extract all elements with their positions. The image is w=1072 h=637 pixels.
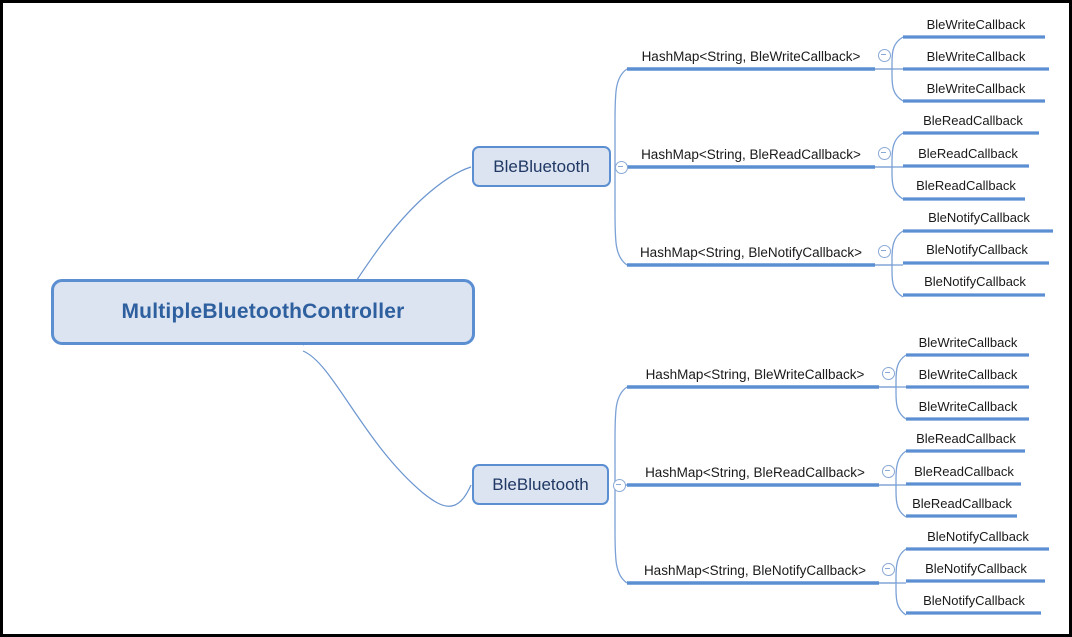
leaf-label[interactable]: BleReadCallback <box>916 178 1016 193</box>
root-node[interactable]: MultipleBluetoothController <box>51 279 475 345</box>
leaf-label[interactable]: BleNotifyCallback <box>928 210 1030 225</box>
collapse-minus-icon-group-1-1[interactable] <box>878 49 891 62</box>
collapse-minus-icon-group-1-3[interactable] <box>878 245 891 258</box>
leaf-label[interactable]: BleWriteCallback <box>918 399 1018 414</box>
leaf-label[interactable]: BleReadCallback <box>914 464 1014 479</box>
group-label-1-1[interactable]: HashMap<String, BleWriteCallback> <box>641 49 861 64</box>
group-label-1-2[interactable]: HashMap<String, BleReadCallback> <box>641 147 861 162</box>
leafbracket-1-2 <box>891 132 904 200</box>
group-label-2-2[interactable]: HashMap<String, BleReadCallback> <box>645 465 865 480</box>
leaf-label[interactable]: BleNotifyCallback <box>925 561 1027 576</box>
leaf-label[interactable]: BleWriteCallback <box>926 81 1026 96</box>
group-label-1-3[interactable]: HashMap<String, BleNotifyCallback> <box>639 245 863 260</box>
branch-node-1[interactable]: BleBluetooth <box>472 146 611 187</box>
leaf-label[interactable]: BleNotifyCallback <box>926 242 1028 257</box>
leaf-label[interactable]: BleNotifyCallback <box>924 274 1026 289</box>
collapse-minus-icon-branch-2[interactable] <box>613 479 626 492</box>
leaf-label[interactable]: BleReadCallback <box>923 113 1023 128</box>
leafbracket-2-3 <box>895 548 907 616</box>
leaf-label[interactable]: BleNotifyCallback <box>923 593 1025 608</box>
leafbracket-2-2 <box>895 450 907 518</box>
group-label-2-3[interactable]: HashMap<String, BleNotifyCallback> <box>643 563 867 578</box>
leaf-label[interactable]: BleReadCallback <box>916 431 1016 446</box>
leaf-label[interactable]: BleWriteCallback <box>918 367 1018 382</box>
connector-layer <box>302 35 1053 616</box>
collapse-minus-icon-group-2-1[interactable] <box>882 367 895 380</box>
curve-root-to-branch-2 <box>302 350 472 507</box>
leaf-label[interactable]: BleWriteCallback <box>918 335 1018 350</box>
collapse-minus-icon-group-1-2[interactable] <box>878 147 891 160</box>
leaf-label[interactable]: BleWriteCallback <box>926 17 1026 32</box>
collapse-minus-icon-branch-1[interactable] <box>615 161 628 174</box>
leaf-label[interactable]: BleReadCallback <box>918 146 1018 161</box>
leaf-label[interactable]: BleNotifyCallback <box>927 529 1029 544</box>
group-label-2-1[interactable]: HashMap<String, BleWriteCallback> <box>645 367 865 382</box>
leaf-label[interactable]: BleReadCallback <box>912 496 1012 511</box>
collapse-minus-icon-group-2-3[interactable] <box>882 563 895 576</box>
leafbracket-1-3 <box>891 230 904 298</box>
collapse-minus-icon-group-2-2[interactable] <box>882 465 895 478</box>
branch-node-2[interactable]: BleBluetooth <box>472 464 609 505</box>
leaf-label[interactable]: BleWriteCallback <box>926 49 1026 64</box>
